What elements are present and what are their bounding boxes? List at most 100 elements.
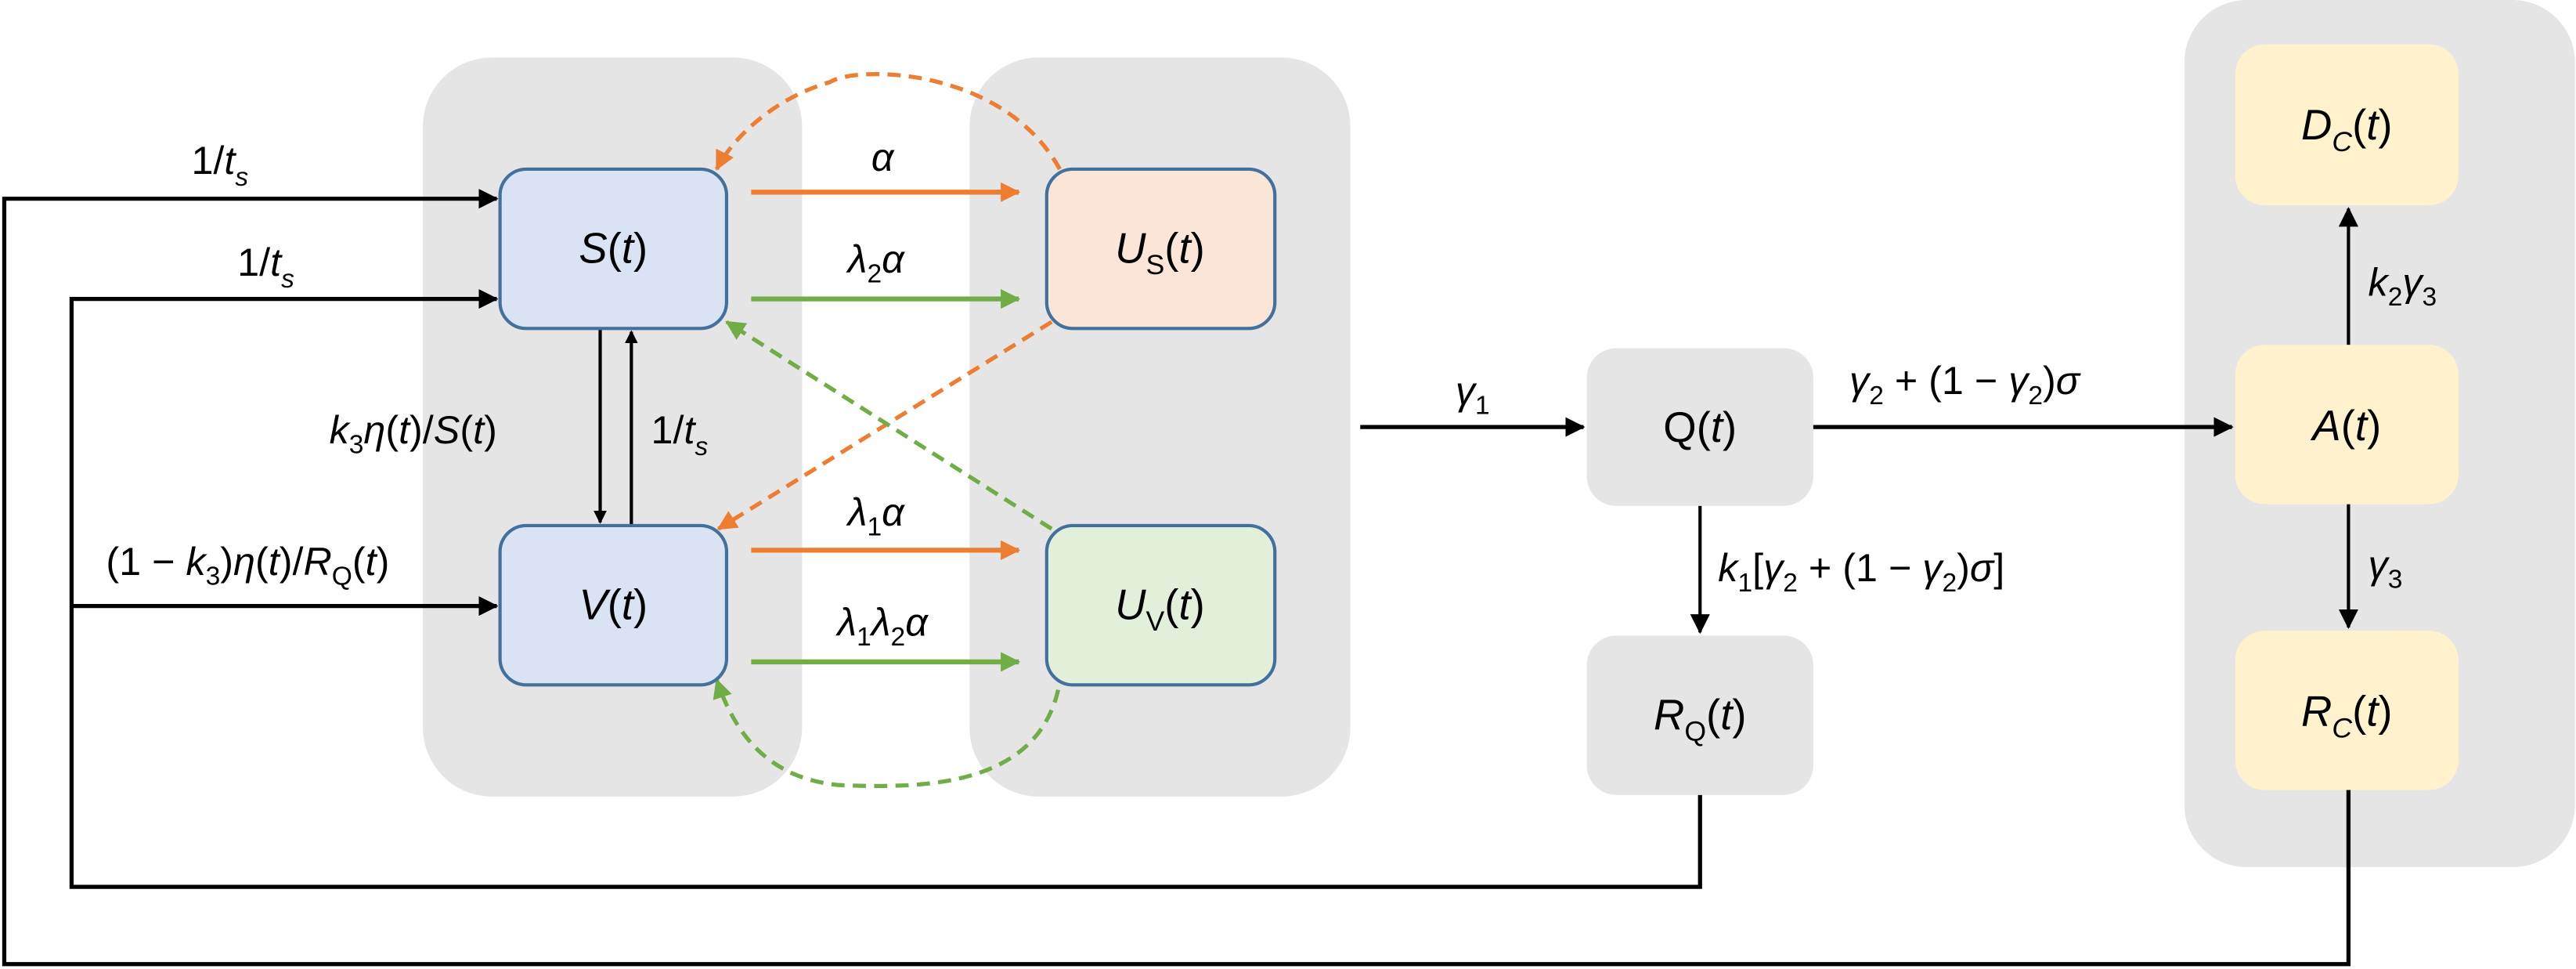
subscript: C bbox=[2332, 126, 2352, 157]
text: k bbox=[2369, 259, 2390, 304]
text: 2 bbox=[1869, 381, 1884, 410]
node-v: V(t) bbox=[498, 523, 729, 687]
t: t bbox=[622, 580, 636, 628]
label-a-to-rc: γ3 bbox=[2369, 542, 2403, 595]
t: t bbox=[1720, 691, 1734, 739]
label-to-q: γ1 bbox=[1456, 368, 1490, 421]
node-dc-label: D bbox=[2301, 101, 2332, 149]
node-s-label: S bbox=[579, 224, 607, 272]
text: γ bbox=[1849, 358, 1871, 403]
text: ( bbox=[1928, 358, 1942, 403]
text: [ bbox=[1752, 545, 1763, 590]
node-q: Q(t) bbox=[1586, 348, 1813, 506]
subscript: Q bbox=[1684, 716, 1706, 747]
paren: ) bbox=[2367, 402, 2381, 450]
paren: ) bbox=[2378, 688, 2392, 736]
label-s-to-v: k3η(t)/S(t) bbox=[330, 407, 497, 460]
text: t bbox=[366, 539, 378, 584]
svg-text:S(t): S(t) bbox=[579, 224, 648, 272]
paren: ( bbox=[2352, 688, 2366, 736]
svg-text:DC(t): DC(t) bbox=[2301, 101, 2393, 157]
paren: ) bbox=[1191, 580, 1205, 628]
text: R bbox=[303, 539, 331, 584]
text: ( bbox=[385, 407, 399, 452]
paren: ) bbox=[633, 580, 648, 628]
edge-us-to-s-dashed bbox=[715, 72, 1062, 171]
text: t bbox=[684, 407, 696, 452]
text: η bbox=[363, 407, 385, 452]
text: γ bbox=[2402, 259, 2424, 304]
text: γ bbox=[2008, 358, 2030, 403]
text: α bbox=[882, 237, 905, 281]
text: σ bbox=[2056, 358, 2081, 403]
text: λ bbox=[869, 599, 891, 644]
label-s-to-us-orange: α bbox=[871, 135, 895, 179]
t: t bbox=[2355, 402, 2369, 450]
paren: ) bbox=[1723, 403, 1737, 451]
label-a-to-dc: k2γ3 bbox=[2369, 259, 2437, 312]
node-us: US(t) bbox=[1044, 167, 1277, 331]
svg-text:RQ(t): RQ(t) bbox=[1654, 691, 1747, 747]
node-uv-label: U bbox=[1115, 580, 1146, 628]
paren: ( bbox=[2352, 101, 2366, 149]
node-dc: DC(t) bbox=[2235, 44, 2459, 206]
text: ) bbox=[220, 539, 233, 584]
paren: ( bbox=[1164, 224, 1178, 272]
node-rc: RC(t) bbox=[2235, 631, 2459, 790]
label-in-second-s: 1/ts bbox=[237, 240, 294, 294]
node-a: A(t) bbox=[2235, 345, 2459, 504]
text: 1/ bbox=[237, 240, 270, 284]
edge-us-to-v-dashed bbox=[716, 320, 1053, 531]
svg-text:US(t): US(t) bbox=[1115, 224, 1205, 280]
text: σ bbox=[1970, 545, 1995, 590]
t: t bbox=[1178, 580, 1192, 628]
edge-rc-to-s bbox=[2, 189, 2351, 967]
svg-text:A(t): A(t) bbox=[2310, 402, 2381, 450]
edge-uv-to-s-dashed bbox=[725, 320, 1053, 531]
t: t bbox=[2366, 688, 2380, 736]
text: 2 bbox=[891, 623, 906, 652]
label-v-to-uv-green: λ1λ2α bbox=[835, 599, 929, 652]
text: ) bbox=[409, 407, 423, 452]
text: / bbox=[292, 539, 303, 584]
svg-text:V(t): V(t) bbox=[579, 580, 648, 628]
node-s: S(t) bbox=[498, 167, 729, 331]
label-q-to-rq: k1[γ2 + (1 − γ2)σ] bbox=[1718, 545, 2004, 598]
text: ( bbox=[352, 539, 366, 584]
text: s bbox=[281, 265, 294, 294]
text: s bbox=[695, 432, 708, 461]
node-a-label: A bbox=[2310, 402, 2340, 450]
edge-rq-to-s-v bbox=[69, 289, 1702, 889]
text: + bbox=[1798, 545, 1842, 590]
svg-text:UV(t): UV(t) bbox=[1115, 580, 1205, 637]
text: t bbox=[269, 539, 281, 584]
node-rq-label: R bbox=[1654, 691, 1684, 739]
text: α bbox=[871, 135, 895, 179]
label-v-to-uv-orange: λ1α bbox=[846, 490, 905, 542]
subscript: V bbox=[1146, 606, 1165, 637]
text: 2 bbox=[1942, 569, 1957, 598]
paren: ( bbox=[1706, 691, 1720, 739]
text: 1 bbox=[1475, 391, 1490, 420]
text: t bbox=[224, 138, 236, 183]
node-rc-label: R bbox=[2301, 688, 2332, 736]
svg-text:RC(t): RC(t) bbox=[2301, 688, 2393, 744]
text: ) bbox=[280, 539, 293, 584]
text: γ bbox=[1763, 545, 1785, 590]
paren: ) bbox=[2378, 101, 2392, 149]
text: 1 − bbox=[1856, 545, 1922, 590]
text: η bbox=[233, 539, 255, 584]
text: 2 bbox=[1783, 569, 1798, 598]
text: α bbox=[882, 490, 905, 534]
text: ] bbox=[1993, 545, 2004, 590]
text: 1 − bbox=[119, 539, 186, 584]
text: α bbox=[905, 599, 929, 644]
text: λ bbox=[846, 237, 868, 281]
text: 1 bbox=[857, 623, 871, 652]
text: λ bbox=[835, 599, 857, 644]
svg-text:Q(t): Q(t) bbox=[1663, 403, 1737, 451]
text: λ bbox=[846, 490, 868, 534]
text: ) bbox=[1957, 545, 1970, 590]
text: t bbox=[270, 240, 283, 284]
text: k bbox=[330, 407, 352, 452]
